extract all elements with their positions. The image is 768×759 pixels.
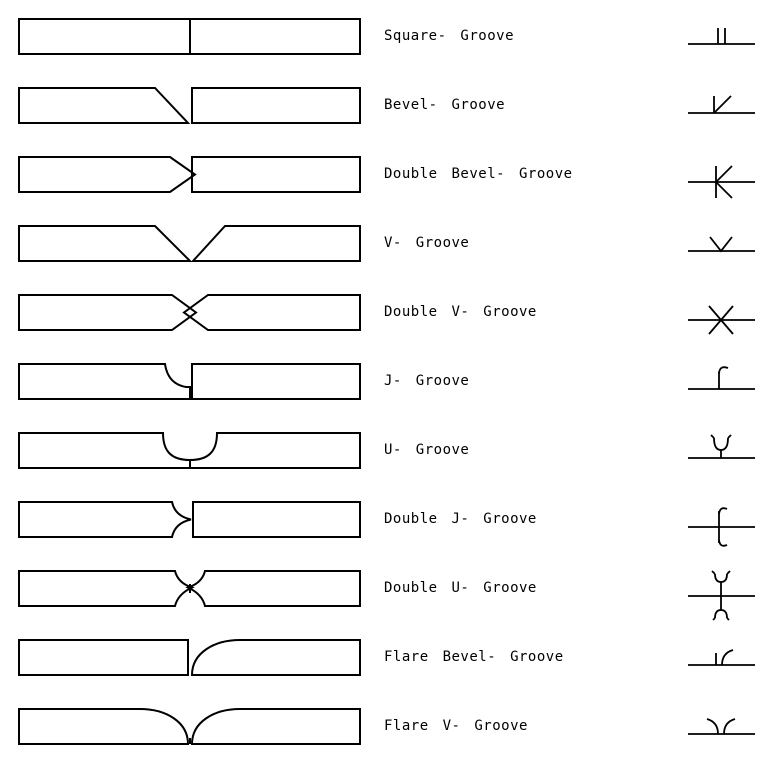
groove-label: Double V- Groove — [384, 304, 537, 320]
row-square-groove: Square- Groove — [0, 18, 768, 55]
double-bevel-groove-symbol-icon — [688, 165, 755, 199]
groove-label: J- Groove — [384, 373, 470, 389]
double-u-groove-cross-section — [18, 570, 361, 607]
groove-label: Double Bevel- Groove — [384, 166, 573, 182]
row-double-j-groove: Double J- Groove — [0, 501, 768, 547]
row-bevel-groove: Bevel- Groove — [0, 87, 768, 124]
row-v-groove: V- Groove — [0, 225, 768, 262]
double-bevel-groove-cross-section — [18, 156, 361, 193]
groove-label: Square- Groove — [384, 28, 515, 44]
j-groove-symbol-icon — [688, 366, 755, 390]
flare-v-groove-cross-section — [18, 708, 361, 745]
row-flare-bevel-groove: Flare Bevel- Groove — [0, 639, 768, 676]
flare-bevel-groove-symbol-icon — [688, 649, 755, 666]
bevel-groove-cross-section — [18, 87, 361, 124]
flare-bevel-groove-cross-section — [18, 639, 361, 676]
double-u-groove-symbol-icon — [688, 570, 755, 621]
double-j-groove-cross-section — [18, 501, 361, 538]
u-groove-symbol-icon — [688, 434, 755, 459]
bevel-groove-symbol-icon — [688, 95, 755, 114]
groove-label: Flare V- Groove — [384, 718, 528, 734]
square-groove-cross-section — [18, 18, 361, 55]
groove-label: Double J- Groove — [384, 511, 537, 527]
groove-label: Flare Bevel- Groove — [384, 649, 564, 665]
v-groove-cross-section — [18, 225, 361, 262]
row-double-bevel-groove: Double Bevel- Groove — [0, 156, 768, 199]
flare-v-groove-symbol-icon — [688, 718, 755, 735]
j-groove-cross-section — [18, 363, 361, 400]
double-v-groove-symbol-icon — [688, 305, 755, 335]
row-j-groove: J- Groove — [0, 363, 768, 400]
groove-label: U- Groove — [384, 442, 470, 458]
square-groove-symbol-icon — [688, 28, 755, 45]
v-groove-symbol-icon — [688, 236, 755, 253]
row-flare-v-groove: Flare V- Groove — [0, 708, 768, 745]
double-v-groove-cross-section — [18, 294, 361, 331]
row-double-v-groove: Double V- Groove — [0, 294, 768, 335]
u-groove-cross-section — [18, 432, 361, 469]
double-j-groove-symbol-icon — [688, 507, 755, 547]
groove-label: Double U- Groove — [384, 580, 537, 596]
groove-label: Bevel- Groove — [384, 97, 506, 113]
row-double-u-groove: Double U- Groove — [0, 570, 768, 621]
groove-label: V- Groove — [384, 235, 470, 251]
row-u-groove: U- Groove — [0, 432, 768, 469]
